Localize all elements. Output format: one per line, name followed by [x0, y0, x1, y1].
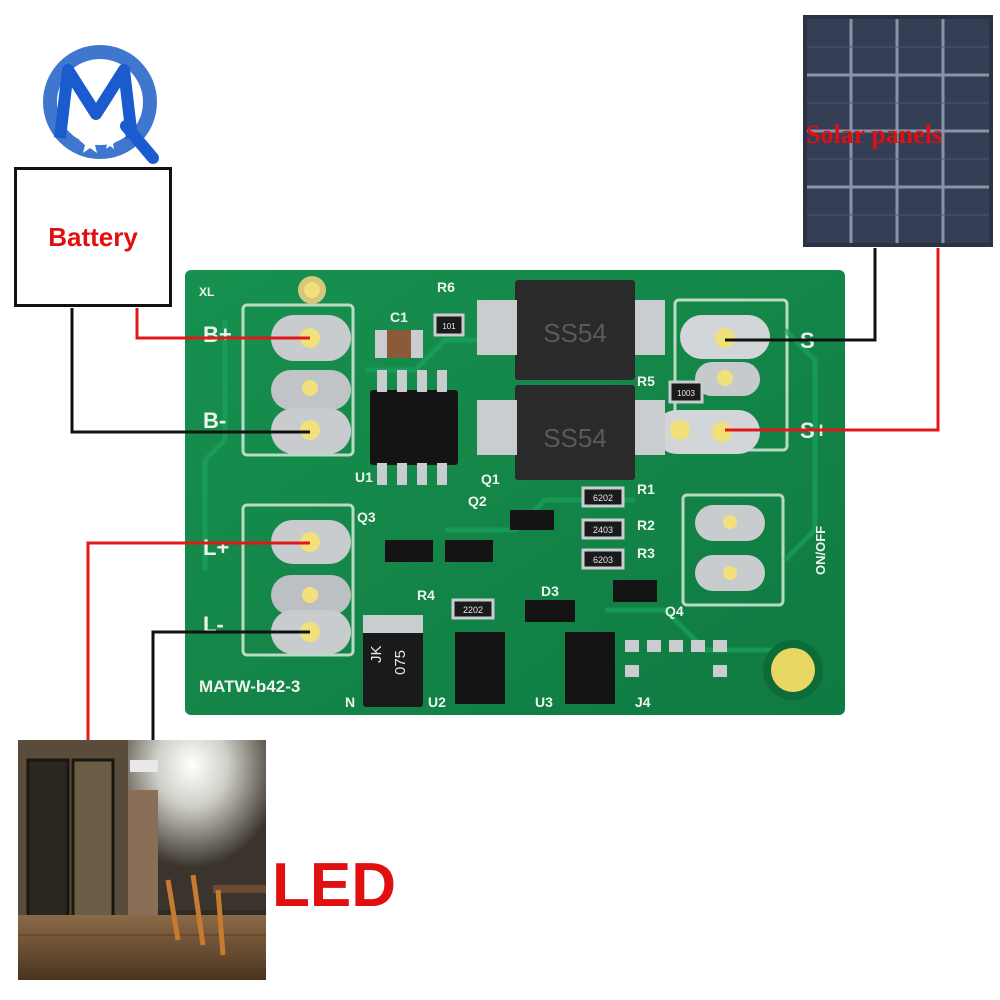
silk-r6: R6 — [437, 279, 455, 295]
inductor-marking-1: JK — [368, 645, 385, 663]
brand-logo — [43, 45, 159, 164]
silk-r1: R1 — [637, 481, 655, 497]
wire-solar-positive — [725, 248, 940, 432]
silk-c1: C1 — [390, 309, 408, 325]
silk-b-minus: B- — [203, 408, 226, 433]
diode-top-marking: SS54 — [543, 318, 607, 348]
r6-code: 101 — [442, 322, 456, 331]
silk-r2: R2 — [637, 517, 655, 533]
silk-r5: R5 — [637, 373, 655, 389]
silk-j4: J4 — [635, 694, 651, 710]
silk-b-plus: B+ — [203, 322, 232, 347]
solar-panel — [803, 15, 993, 247]
led-pads — [271, 520, 351, 654]
silk-r4: R4 — [417, 587, 435, 603]
silk-d3: D3 — [541, 583, 559, 599]
wire-battery-negative — [70, 308, 310, 434]
on-off-pads — [695, 505, 765, 591]
silk-r3: R3 — [637, 545, 655, 561]
wire-battery-positive — [135, 308, 310, 340]
diode-bottom-marking: SS54 — [543, 423, 607, 453]
wire-led-positive — [86, 541, 310, 740]
silk-q1: Q1 — [481, 471, 500, 487]
r3-code: 6203 — [593, 555, 613, 565]
battery-label: Battery — [48, 221, 138, 252]
r2-code: 2403 — [593, 525, 613, 535]
silk-n: N — [345, 694, 355, 710]
battery-box: Battery — [14, 167, 172, 307]
solar-panels-label: Solar panels — [806, 120, 943, 149]
led-label: LED — [272, 851, 396, 920]
board-model: MATW-b42-3 — [199, 677, 300, 696]
led-photo — [18, 740, 266, 980]
silk-u3: U3 — [535, 694, 553, 710]
inductor-marking-2: 075 — [392, 650, 409, 675]
r1-code: 6202 — [593, 493, 613, 503]
pcb-board: SS54 SS54 JK 075 101 1003 6202 2403 6203… — [185, 270, 845, 715]
silk-q3: Q3 — [357, 509, 376, 525]
r4-code: 2202 — [463, 605, 483, 615]
silk-l-plus: L+ — [203, 535, 229, 560]
silk-q2: Q2 — [468, 493, 487, 509]
solar-pads — [655, 315, 770, 454]
r5-code: 1003 — [677, 389, 695, 398]
silk-u1: U1 — [355, 469, 373, 485]
wire-led-negative — [151, 630, 310, 740]
silk-xl: XL — [199, 285, 214, 299]
silk-u2: U2 — [428, 694, 446, 710]
wire-solar-negative — [725, 248, 877, 342]
battery-pads — [271, 315, 351, 454]
silk-on-off: ON/OFF — [813, 526, 828, 575]
silk-q4: Q4 — [665, 603, 684, 619]
